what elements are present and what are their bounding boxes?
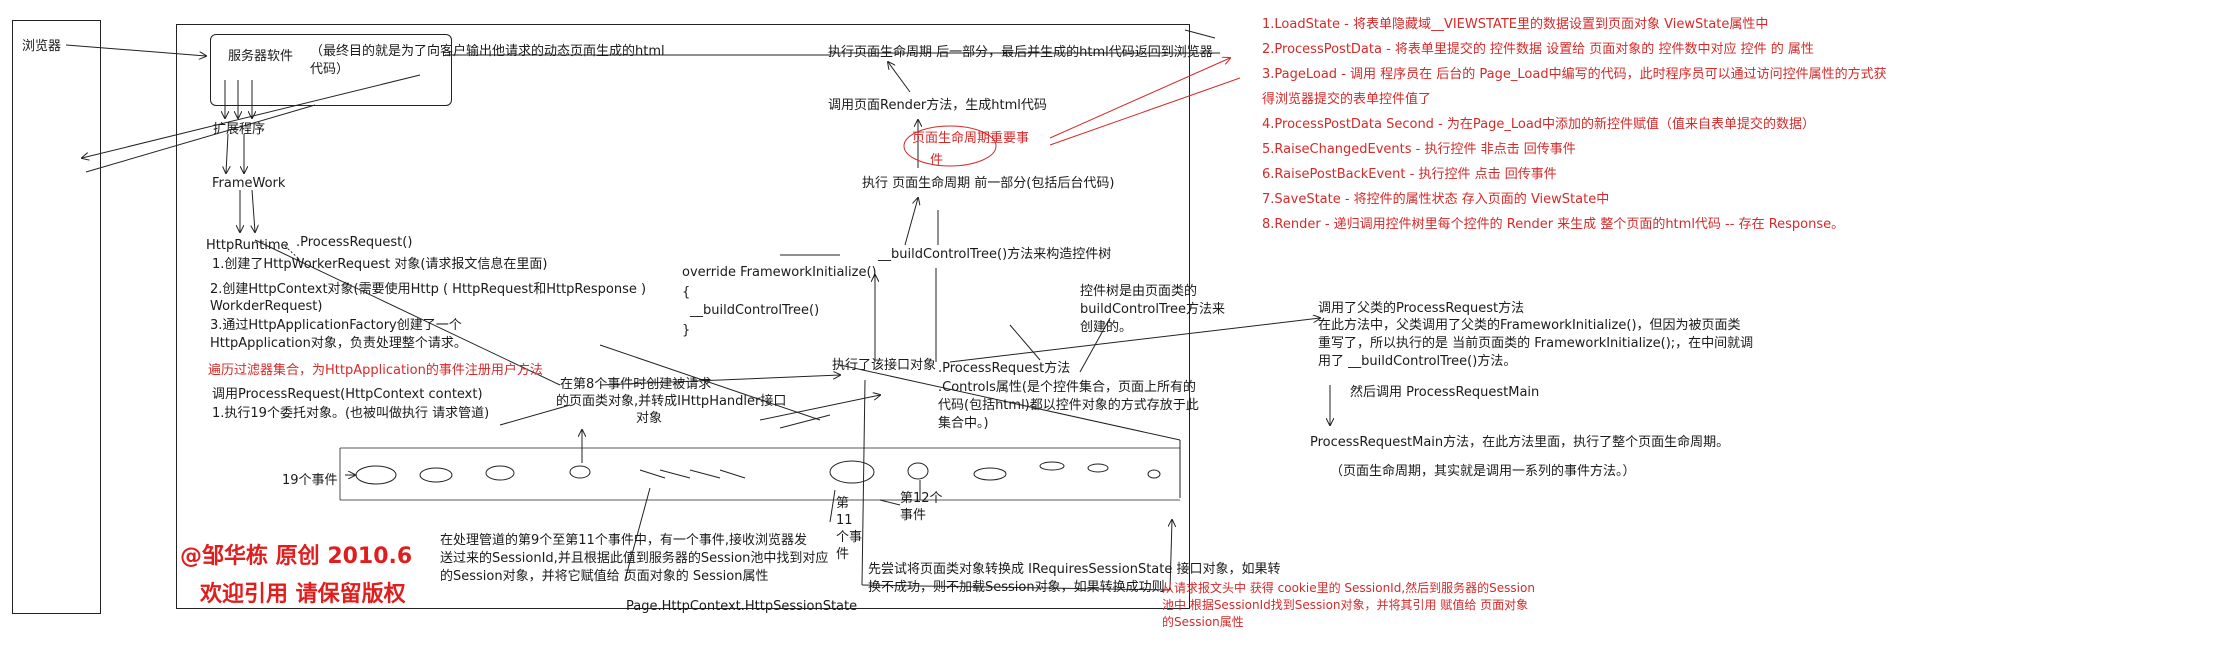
session-red-c: 的Session属性 <box>1162 615 1244 629</box>
events-19-label: 19个事件 <box>282 473 338 488</box>
event-ellipse <box>1087 463 1109 473</box>
event-ellipse <box>485 465 515 481</box>
step-2a: 2.创建HttpContext对象(需要使用Http ( HttpRequest… <box>210 282 647 297</box>
event-12-label: 第12个事件 <box>900 491 943 523</box>
controls-line-c: 集合中。) <box>938 416 989 431</box>
browser-box <box>12 20 101 614</box>
lifecycle-step: 2.ProcessPostData - 将表单里提交的 控件数据 设置给 页面对… <box>1262 42 1814 57</box>
server-note-1: （最终目的就是为了向客户输出他请求的动态页面生成的html <box>310 44 665 59</box>
parent-pr-c: 重写了，所以执行的是 当前页面类的 FrameworkInitialize();… <box>1318 336 1754 351</box>
event8-line-a: 在第8个事件时创建被请求 <box>560 377 712 392</box>
session-try-a: 先尝试将页面类对象转换成 IRequiresSessionState 接口对象，… <box>868 562 1281 577</box>
brace-open: { <box>682 285 691 300</box>
browser-to-server-arrow <box>65 44 206 56</box>
session-try-b: 换不成功，则不加载Session对象，如果转换成功则 <box>868 580 1165 595</box>
event-ellipse <box>1039 461 1065 471</box>
exec-interface: 执行了该接口对象 <box>832 358 937 373</box>
event-ellipse <box>355 465 397 485</box>
return-line-2 <box>85 104 316 173</box>
session-red-a: 从请求报文头中 获得 cookie里的 SessionId,然后到服务器的Ses… <box>1162 581 1535 595</box>
server-outer-box <box>176 24 1190 609</box>
copyright-line-1: @邹华栋 原创 2010.6 <box>180 544 413 569</box>
server-software-label: 服务器软件 <box>228 49 294 64</box>
event-ellipse <box>1147 469 1161 479</box>
step-3b: HttpApplication对象，负责处理整个请求。 <box>210 336 467 351</box>
lifecycle-step: 6.RaisePostBackEvent - 执行控件 点击 回传事件 <box>1262 167 1557 182</box>
lifecycle-step: 7.SaveState - 将控件的属性状态 存入页面的 ViewState中 <box>1262 192 1610 207</box>
parent-pr-d: 用了 __buildControlTree()方法。 <box>1318 354 1517 369</box>
controls-line-a: .Controls属性(是个控件集合，页面上所有的 <box>938 380 1196 395</box>
event-ellipse <box>973 467 1007 481</box>
pipeline-to-session-line <box>624 487 651 581</box>
pipeline-line-a: 在处理管道的第9个至第11个事件中，有一个事件,接收浏览器发 <box>440 533 807 548</box>
tree-note-b: buildControlTree方法来 <box>1080 302 1226 317</box>
httpruntime-label: HttpRuntime <box>206 238 289 253</box>
event-ellipse <box>569 465 591 479</box>
call-process-request-2: 1.执行19个委托对象。(也被叫做执行 请求管道) <box>212 406 490 421</box>
override-fi: override FrameworkInitialize() <box>682 265 877 280</box>
process-request-label: .ProcessRequest() <box>296 235 413 250</box>
pipeline-line-b: 送过来的SessionId,并且根据此值到服务器的Session池中找到对应 <box>440 551 829 566</box>
copyright-line-2: 欢迎引用 请保留版权 <box>200 582 406 607</box>
lifecycle-step: 得浏览器提交的表单控件值了 <box>1262 92 1432 107</box>
step-2b: WorkderRequest) <box>210 299 323 314</box>
framework-label: FrameWork <box>212 176 286 191</box>
browser-label: 浏览器 <box>22 39 62 54</box>
session-prop: Page.HttpContext.HttpSessionState <box>626 599 858 614</box>
lifecycle-step: 1.LoadState - 将表单隐藏域__VIEWSTATE里的数据设置到页面… <box>1262 17 1769 32</box>
then-call: 然后调用 ProcessRequestMain <box>1350 385 1540 400</box>
brace-close: } <box>682 323 691 338</box>
lifecycle-key-a: 页面生命周期重要事 <box>912 131 1030 146</box>
call-process-request: 调用ProcessRequest(HttpContext context) <box>212 387 483 402</box>
filter-note: 遍历过滤器集合，为HttpApplication的事件注册用户方法 <box>208 363 543 378</box>
lifecycle-note: （页面生命周期，其实就是调用一系列的事件方法。） <box>1330 464 1636 479</box>
pipeline-line-c: 的Session对象，并将它赋值给 页面对象的 Session属性 <box>440 569 769 584</box>
parent-pr-b: 在此方法中，父类调用了父类的FrameworkInitialize()，但因为被… <box>1318 318 1741 333</box>
extension-label: 扩展程序 <box>213 122 266 137</box>
lifecycle-step: 5.RaiseChangedEvents - 执行控件 非点击 回传事件 <box>1262 142 1576 157</box>
build-tree-label: __buildControlTree()方法来构造控件树 <box>878 247 1112 262</box>
event-ellipse-12 <box>907 462 929 480</box>
lifecycle-step: 4.ProcessPostData Second - 为在Page_Load中添… <box>1262 117 1816 132</box>
exec-front: 执行 页面生命周期 前一部分(包括后台代码) <box>862 176 1115 191</box>
return-arrow-1 <box>82 74 421 158</box>
controls-line-b: 代码(包括html)都以控件对象的方式存放于此 <box>938 398 1199 413</box>
lifecycle-step: 3.PageLoad - 调用 程序员在 后台的 Page_Load中编写的代码… <box>1262 67 1887 82</box>
event8-line-c: 对象 <box>636 411 663 426</box>
exec-back: 执行页面生命周期 后一部分，最后并生成的html代码返回到浏览器 <box>828 45 1213 60</box>
event8-line-b: 的页面类对象,并转成IHttpHandler接口 <box>556 394 787 409</box>
render-call: 调用页面Render方法，生成html代码 <box>828 98 1047 113</box>
event-ellipse <box>419 467 453 483</box>
lifecycle-step: 8.Render - 递归调用控件树里每个控件的 Render 来生成 整个页面… <box>1262 217 1845 232</box>
page-process-request: .ProcessRequest方法 <box>938 361 1071 376</box>
event-ellipse-11 <box>829 460 875 484</box>
tree-note-a: 控件树是由页面类的 <box>1080 284 1198 299</box>
server-software-box <box>210 34 452 106</box>
parent-pr-a: 调用了父类的ProcessRequest方法 <box>1318 301 1525 316</box>
build-ctrl-small: __buildControlTree() <box>690 303 820 318</box>
tree-note-c: 创建的。 <box>1080 320 1133 335</box>
lifecycle-key-ellipse <box>903 125 997 167</box>
event-11-label: 第11个事件 <box>836 496 863 562</box>
session-red-b: 池中 根据SessionId找到Session对象，并将其引用 赋值给 页面对象 <box>1162 598 1529 612</box>
lifecycle-key-b: 件 <box>930 153 944 168</box>
server-note-2: 代码） <box>310 62 350 77</box>
prm-label: ProcessRequestMain方法，在此方法里面，执行了整个页面生命周期。 <box>1310 435 1730 450</box>
step-3a: 3.通过HttpApplicationFactory创建了一个 <box>210 318 462 333</box>
step-1: 1.创建了HttpWorkerRequest 对象(请求报文信息在里面) <box>212 257 548 272</box>
